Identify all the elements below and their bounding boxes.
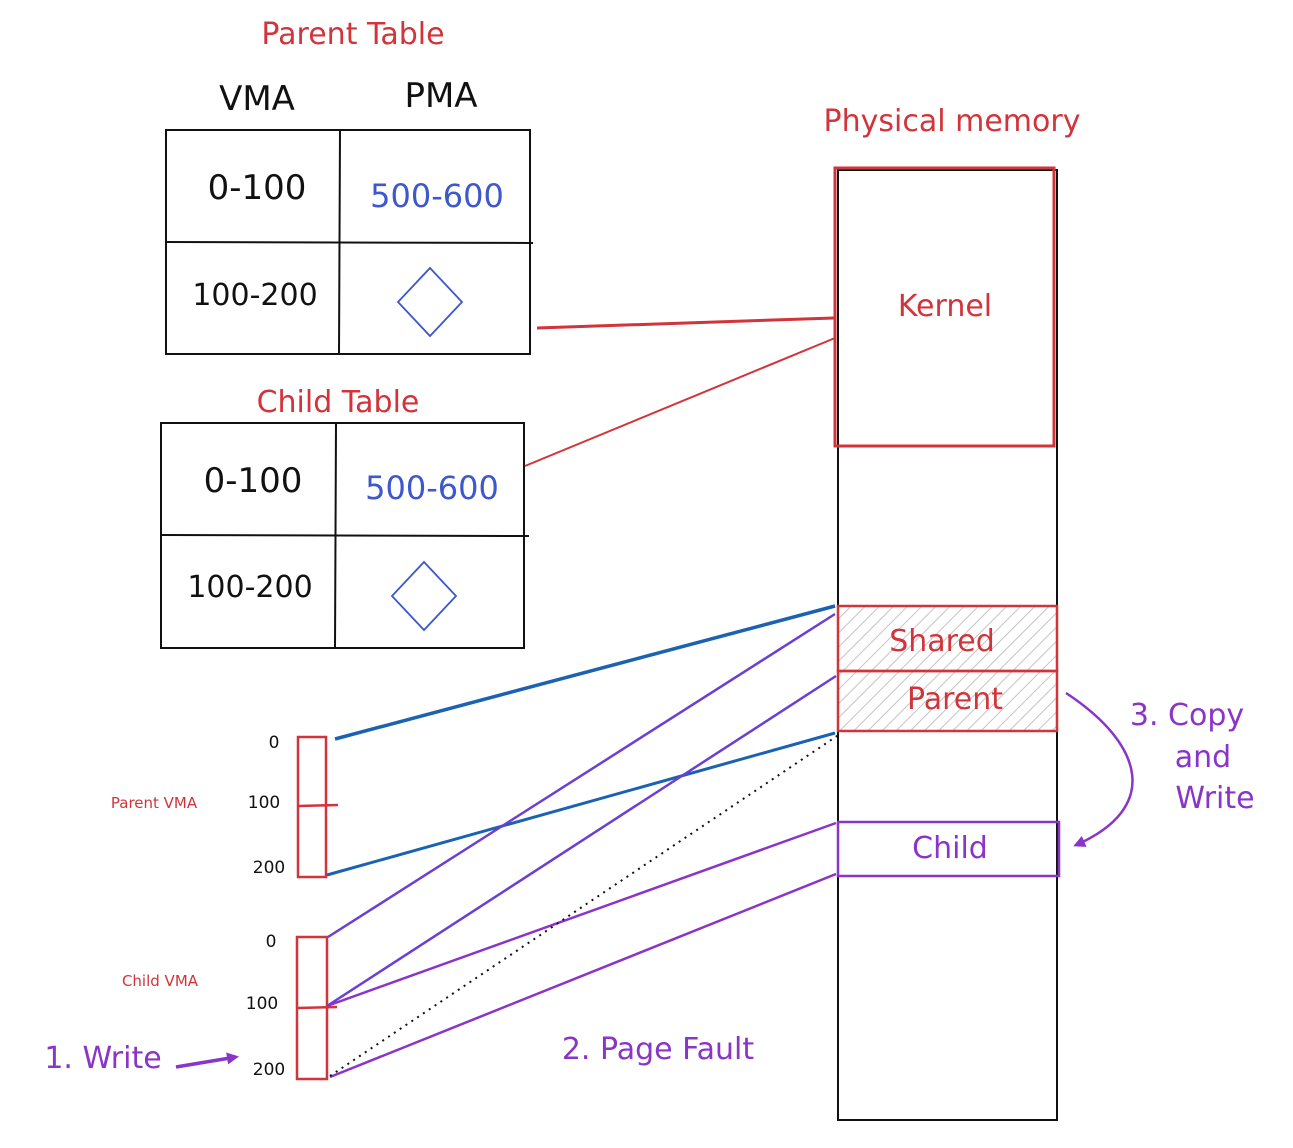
parent-vma-200-to-parent-line: [326, 731, 836, 877]
parent-vma-tick-0: 0: [269, 733, 280, 753]
kernel-label: Kernel: [898, 289, 992, 324]
child-table-title: Child Table: [257, 385, 420, 420]
page-fault-dotted-line: [329, 733, 841, 1077]
table-kernel-connectors: [524, 316, 836, 467]
parent-vma-0-to-shared-line: [334, 604, 836, 741]
child-row2-vma: 100-200: [187, 570, 312, 605]
child-vma-tick-100: 100: [246, 994, 278, 1014]
child-vma-0-to-shared-line: [327, 612, 836, 939]
kernel-region: [833, 166, 1056, 448]
child-vma: Child VMA 0 100 200: [122, 932, 338, 1081]
parent-row2-vma: 100-200: [192, 278, 317, 313]
child-table: Child Table 0-100 500-600 100-200: [160, 385, 530, 649]
child-table-row-divider: [160, 534, 530, 537]
parent-row1-vma: 0-100: [208, 168, 307, 208]
child-region: [836, 820, 1061, 878]
child-row2-pma-diamond-icon: [390, 560, 458, 632]
child-vma-tick-0: 0: [266, 932, 277, 952]
parent-row2-pma-diamond-icon: [396, 266, 464, 338]
child-label: Child: [912, 831, 988, 866]
child-vma-200-to-child-line: [329, 872, 837, 1079]
shared-label: Shared: [889, 624, 995, 659]
step-1-write-label: 1. Write: [44, 1041, 161, 1076]
child-row1-vma: 0-100: [204, 461, 303, 501]
parent-vma-mid-tick: [297, 803, 339, 808]
step-2-page-fault-label: 2. Page Fault: [562, 1032, 755, 1067]
parent-vma-bar: [296, 735, 328, 879]
parent-table-title: Parent Table: [261, 17, 444, 52]
parent-region: [836, 669, 1059, 733]
parent-table-pma-header: PMA: [404, 76, 477, 116]
physical-memory-title: Physical memory: [824, 104, 1081, 139]
parent-table-row-divider: [165, 241, 534, 244]
parent-table-vma-header: VMA: [219, 79, 295, 119]
child-vma-tick-200: 200: [253, 1060, 285, 1080]
mapping-lines: [326, 604, 841, 1079]
write-arrow-icon: [175, 1052, 239, 1069]
child-table-to-kernel-line: [524, 337, 836, 467]
parent-vma-tick-100: 100: [248, 793, 280, 813]
parent-vma-label: Parent VMA: [111, 794, 198, 812]
parent-table-to-kernel-line: [536, 316, 835, 330]
child-vma-label: Child VMA: [122, 972, 199, 990]
step-3-write-label: Write: [1175, 781, 1254, 816]
child-vma-100-to-parent-line: [326, 674, 837, 1008]
parent-label: Parent: [907, 682, 1003, 717]
shared-region-hatch: [838, 606, 1057, 731]
child-row1-pma: 500-600: [365, 469, 499, 507]
parent-row1-pma: 500-600: [370, 177, 504, 215]
step-3-and-label: and: [1175, 740, 1231, 775]
physical-memory: Physical memory Kernel Shared Parent Chi…: [824, 104, 1081, 1121]
parent-vma-tick-200: 200: [253, 858, 285, 878]
parent-table: Parent Table VMA PMA 0-100 500-600 100-2…: [165, 17, 534, 355]
copy-write-arrow-icon: [1065, 691, 1134, 847]
child-vma-mid-tick: [296, 1005, 338, 1010]
step-annotations: 1. Write 2. Page Fault 3. Copy and Write: [44, 691, 1255, 1076]
parent-vma: Parent VMA 0 100 200: [111, 733, 339, 879]
child-vma-100-to-child-line: [326, 821, 837, 1008]
step-3-copy-label: 3. Copy: [1130, 698, 1244, 733]
